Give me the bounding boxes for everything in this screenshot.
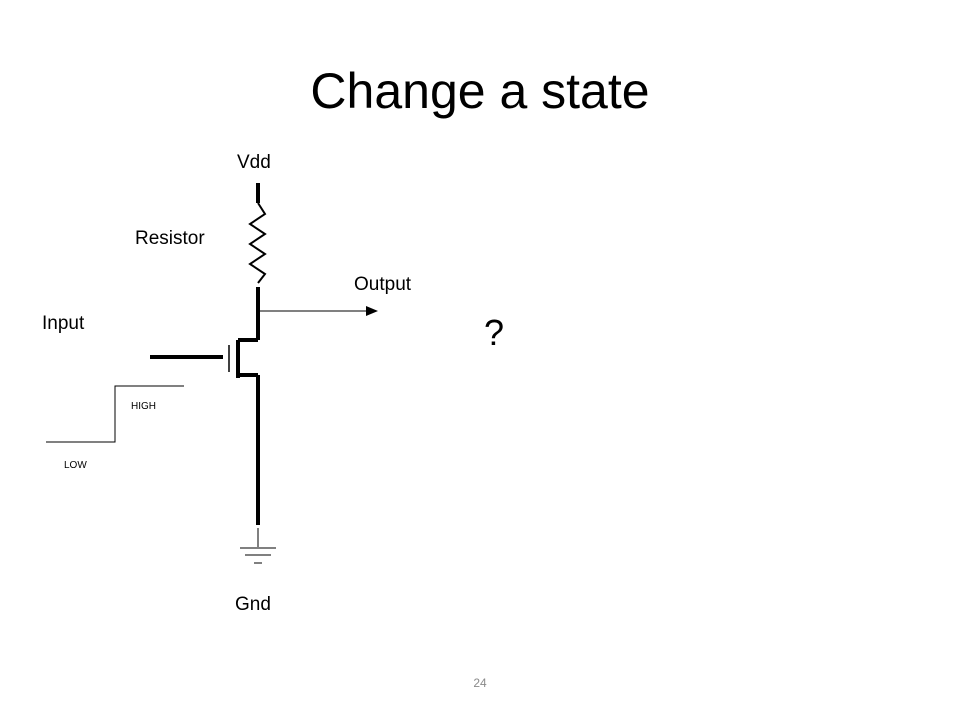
nmos-transistor-icon (150, 338, 258, 378)
step-waveform-icon (46, 385, 184, 443)
output-label: Output (354, 274, 412, 295)
question-mark: ? (484, 312, 505, 353)
resistor-icon (248, 202, 267, 284)
input-label: Input (42, 313, 85, 334)
ground-icon (240, 528, 276, 564)
slide-title: Change a state (310, 63, 650, 119)
resistor-label: Resistor (135, 228, 205, 249)
gnd-label: Gnd (235, 594, 271, 615)
vdd-label: Vdd (237, 152, 271, 173)
page-number: 24 (473, 676, 487, 690)
arrow-right-icon (366, 306, 378, 316)
high-label: HIGH (131, 401, 156, 412)
low-label: LOW (64, 460, 87, 471)
